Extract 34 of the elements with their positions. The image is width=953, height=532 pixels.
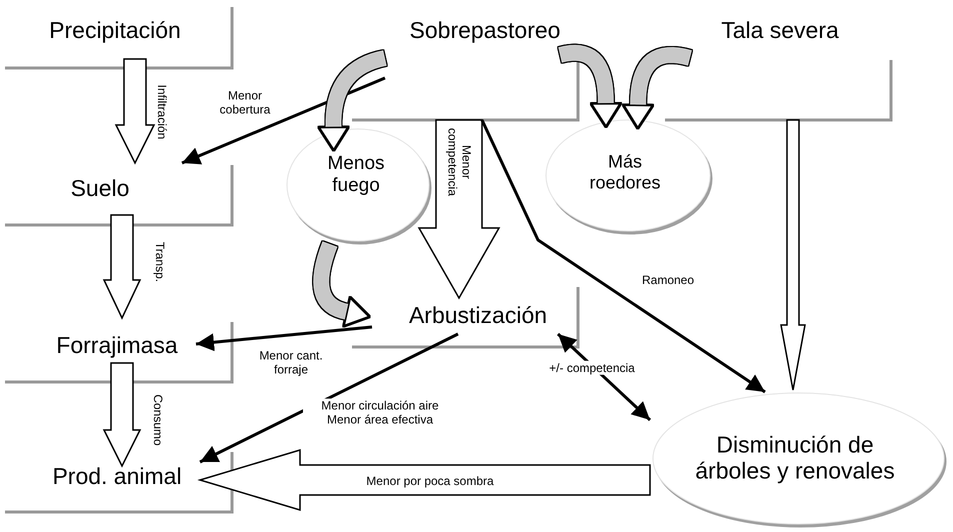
block-arrow: [102, 214, 142, 320]
edge-label: Ramoneo: [640, 272, 696, 288]
block-arrow: [780, 119, 806, 391]
node-label: Sobrepastoreo: [410, 16, 560, 44]
arrow: [480, 119, 766, 394]
node-label: Forrajimasa: [56, 332, 178, 358]
curved-arrow: [318, 50, 387, 150]
node-label: Arbustización: [408, 302, 548, 328]
node-label: Precipitación: [49, 16, 181, 44]
block-arrow: [114, 58, 156, 165]
edge-label: +/- competencia: [547, 360, 637, 376]
node-label: Más roedores: [588, 151, 662, 193]
block-arrow: [102, 362, 142, 468]
block-arrow: [418, 119, 500, 300]
curved-arrow: [557, 44, 621, 127]
ellipse-node: [284, 126, 432, 244]
edge-label: Menor competencia: [444, 126, 474, 198]
arrow: [196, 326, 372, 352]
arrow: [199, 332, 459, 464]
arrow: [181, 76, 386, 164]
edge-label: Menor por poca sombra: [365, 474, 495, 488]
edge-label: Infiltración: [154, 84, 170, 142]
node-label: Menos fuego: [326, 153, 386, 197]
block-arrow: [197, 449, 651, 511]
ellipse-node: [650, 390, 947, 527]
node-label: Disminución de árboles y renovales: [694, 432, 896, 484]
curved-arrow: [313, 241, 370, 326]
node-label: Suelo: [70, 174, 130, 202]
ellipse-node: [543, 117, 713, 234]
curved-arrow: [623, 47, 692, 128]
node-label: Tala severa: [721, 16, 839, 44]
edge-label: Consumo: [150, 393, 166, 448]
edge-label: Transp.: [152, 240, 168, 284]
node-label: Prod. animal: [52, 462, 182, 490]
